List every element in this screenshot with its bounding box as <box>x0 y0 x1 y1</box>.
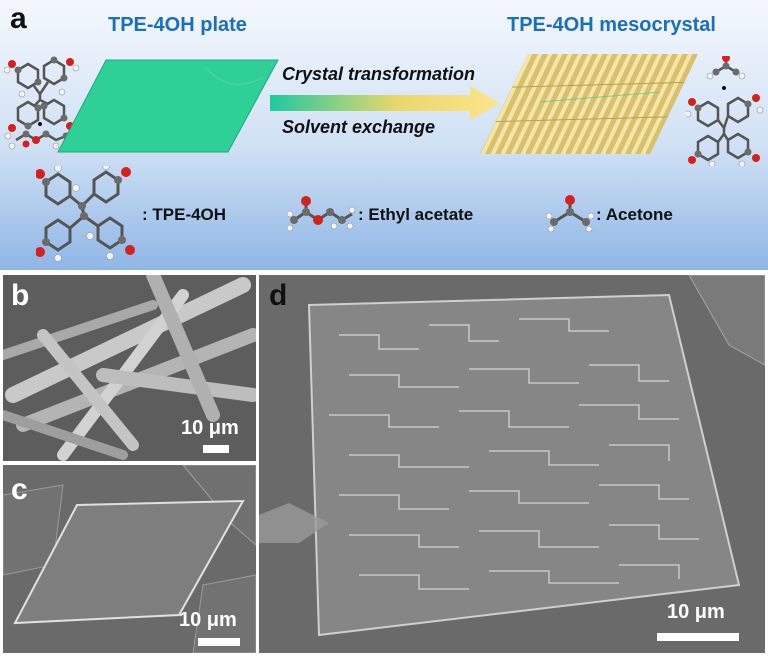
panel-label-b: b <box>11 279 30 312</box>
ethyl-acetate-molecule-icon <box>288 196 356 232</box>
arrow-top-label: Crystal transformation <box>282 64 476 84</box>
sem-mesocrystal-image <box>259 275 765 653</box>
panel-c-scale-bar <box>198 638 240 646</box>
panel-d-scale-bar <box>657 633 739 641</box>
tpe-4oh-ethyl-acetate-complex-icon <box>4 56 80 150</box>
panel-label-d: d <box>269 279 288 312</box>
panel-label-c: c <box>11 473 28 506</box>
panel-c-scale-label: 10 μm <box>179 609 237 631</box>
panel-b-sem-image: b 10 μm <box>3 275 256 461</box>
legend-tpe-4oh-label: : TPE-4OH <box>142 205 227 224</box>
arrow-bottom-label: Solvent exchange <box>282 117 436 137</box>
sem-plate-image <box>3 465 256 653</box>
legend-acetone-label: : Acetone <box>596 205 673 224</box>
panel-a-schematic: a TPE-4OH plate TPE-4OH mesocrystal <box>0 0 768 270</box>
plate-title: TPE-4OH plate <box>108 14 247 36</box>
sem-rods-image <box>3 275 256 461</box>
panel-d-scale-label: 10 μm <box>667 601 725 623</box>
panel-b-scale-label: 10 μm <box>181 417 239 439</box>
transformation-arrow-icon <box>270 86 500 120</box>
panel-c-sem-image: c 10 μm <box>3 465 256 653</box>
tpe-4oh-molecule-icon <box>36 166 135 262</box>
legend-ethyl-acetate-label: : Ethyl acetate <box>358 205 474 224</box>
acetone-molecule-icon <box>546 195 594 232</box>
panel-label-a: a <box>10 2 27 35</box>
panel-b-scale-bar <box>203 445 229 453</box>
tpe-4oh-acetone-complex-icon <box>686 56 764 166</box>
mesocrystal-title: TPE-4OH mesocrystal <box>507 14 716 36</box>
green-plate-icon <box>57 59 279 153</box>
panel-d-sem-image: d 10 μm <box>259 275 765 653</box>
mesocrystal-rods-icon <box>480 54 698 154</box>
